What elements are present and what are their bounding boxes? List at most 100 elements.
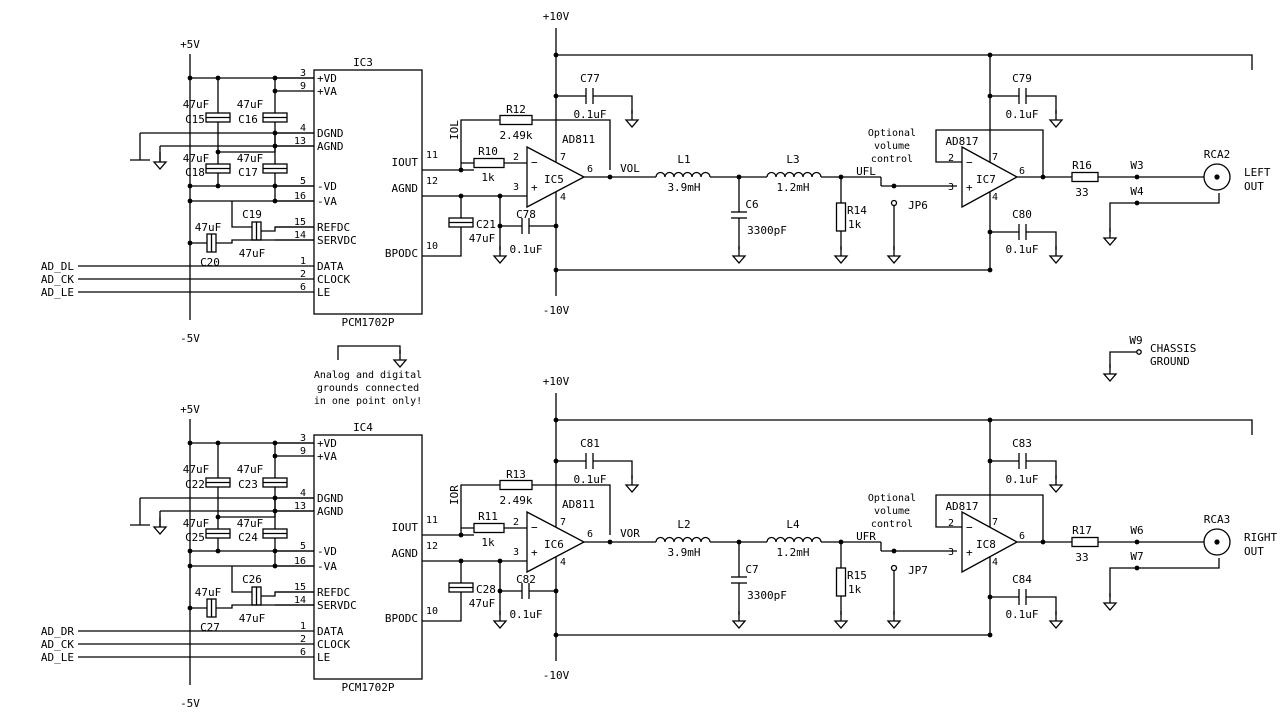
cap-ref: C28: [476, 583, 496, 596]
supply-label: -5V: [180, 332, 200, 345]
resistor-ref: R14: [847, 204, 867, 217]
ground-symbol: [1102, 228, 1118, 246]
ground-symbol: [624, 475, 640, 493]
pin-number: 12: [426, 541, 438, 552]
net-label: UFL: [856, 165, 876, 178]
wire: [337, 345, 401, 360]
resistor: [473, 157, 505, 169]
cap-value: 47uF: [237, 517, 264, 530]
input-net: AD_LE: [41, 651, 74, 664]
pin-number: 16: [294, 191, 306, 202]
inductor-value: 3.9mH: [667, 546, 700, 559]
wire: [190, 442, 314, 456]
pin-name: DGND: [317, 127, 344, 140]
pin-number: 4: [560, 557, 566, 568]
opamp-ref: IC6: [544, 538, 564, 551]
pin-name: IOUT: [392, 156, 419, 169]
dac-part: PCM1702P: [342, 681, 395, 694]
supply-label: -5V: [180, 697, 200, 710]
pin-number: 2: [513, 517, 519, 528]
cap-value: 47uF: [239, 612, 266, 625]
pin-number: 9: [300, 81, 306, 92]
pin-name: CLOCK: [317, 638, 350, 651]
pin-name: +VA: [317, 450, 337, 463]
pin-number: 4: [992, 192, 998, 203]
net-label: IOL: [448, 120, 461, 140]
junction-dot: [272, 130, 278, 136]
junction-dot: [497, 223, 503, 229]
digital-ground: [130, 133, 150, 161]
pin-number: 6: [1019, 166, 1025, 177]
pin-name: CLOCK: [317, 273, 350, 286]
opamp-ref: IC8: [976, 538, 996, 551]
junction-dot: [272, 508, 278, 514]
resistor-value: 33: [1075, 186, 1088, 199]
pin-number: 5: [300, 541, 306, 552]
ground-symbol: [886, 611, 902, 629]
inductor: [766, 536, 822, 543]
wire: [556, 54, 1253, 70]
wire: [422, 592, 462, 622]
pin-name: AGND: [392, 547, 419, 560]
junction-dot: [215, 183, 221, 189]
rca-pin: [1214, 539, 1220, 545]
inductor-ref: L2: [677, 518, 690, 531]
cap-value: 47uF: [237, 463, 264, 476]
wire: [216, 604, 314, 609]
cap-value: 47uF: [239, 247, 266, 260]
ground-symbol: [886, 246, 902, 264]
junction-dot: [215, 548, 221, 554]
rca-pin: [1214, 174, 1220, 180]
junction-dot: [1040, 174, 1046, 180]
pin-number: 7: [992, 517, 998, 528]
rca-ref: RCA3: [1204, 513, 1231, 526]
note-text: Analog and digital: [314, 370, 422, 381]
pin-number: 7: [560, 517, 566, 528]
net-label: VOR: [620, 527, 640, 540]
ground-symbol: [152, 517, 168, 535]
supply-label: -10V: [543, 669, 570, 682]
input-net: AD_CK: [41, 638, 74, 651]
cap-ref: C21: [476, 218, 496, 231]
pin-sign: −: [531, 156, 538, 169]
cap-value: 47uF: [183, 98, 210, 111]
junction-dot: [272, 143, 278, 149]
cap-ref: C16: [238, 113, 258, 126]
junction-dot: [987, 417, 993, 423]
ground-symbol: [1102, 593, 1118, 611]
opamp-part: AD811: [562, 498, 595, 511]
wire: [935, 494, 1044, 542]
cap-value: 47uF: [183, 463, 210, 476]
cap-ref: C83: [1012, 437, 1032, 450]
pin-name: SERVDC: [317, 599, 357, 612]
cap-value: 47uF: [237, 98, 264, 111]
inductor-ref: L4: [786, 518, 800, 531]
pin-number: 3: [513, 182, 519, 193]
supply-label: +5V: [180, 403, 200, 416]
jumper-pad: [890, 199, 898, 207]
cap-value: 0.1uF: [1005, 243, 1038, 256]
cap-value: 47uF: [195, 586, 222, 599]
junction-dot: [987, 52, 993, 58]
digital-ground: [130, 498, 150, 526]
wire: [593, 95, 633, 114]
cap-value: 3300pF: [747, 224, 787, 237]
dac-ref: IC4: [353, 421, 373, 434]
wire: [1026, 596, 1057, 615]
wire: [1026, 460, 1057, 479]
pin-number: 2: [300, 634, 306, 645]
chassis-pad: [1136, 349, 1142, 355]
junction-dot: [1040, 539, 1046, 545]
pin-number: 16: [294, 556, 306, 567]
cap-value: 47uF: [237, 152, 264, 165]
resistor: [499, 479, 533, 491]
ground-symbol: [624, 110, 640, 128]
output-label: RIGHT: [1244, 531, 1277, 544]
cap-ref: C27: [200, 621, 220, 634]
pin-number: 7: [992, 152, 998, 163]
ground-symbol: [492, 246, 508, 264]
pin-number: 6: [300, 282, 306, 293]
resistor-value: 33: [1075, 551, 1088, 564]
ground-symbol: [731, 611, 747, 629]
